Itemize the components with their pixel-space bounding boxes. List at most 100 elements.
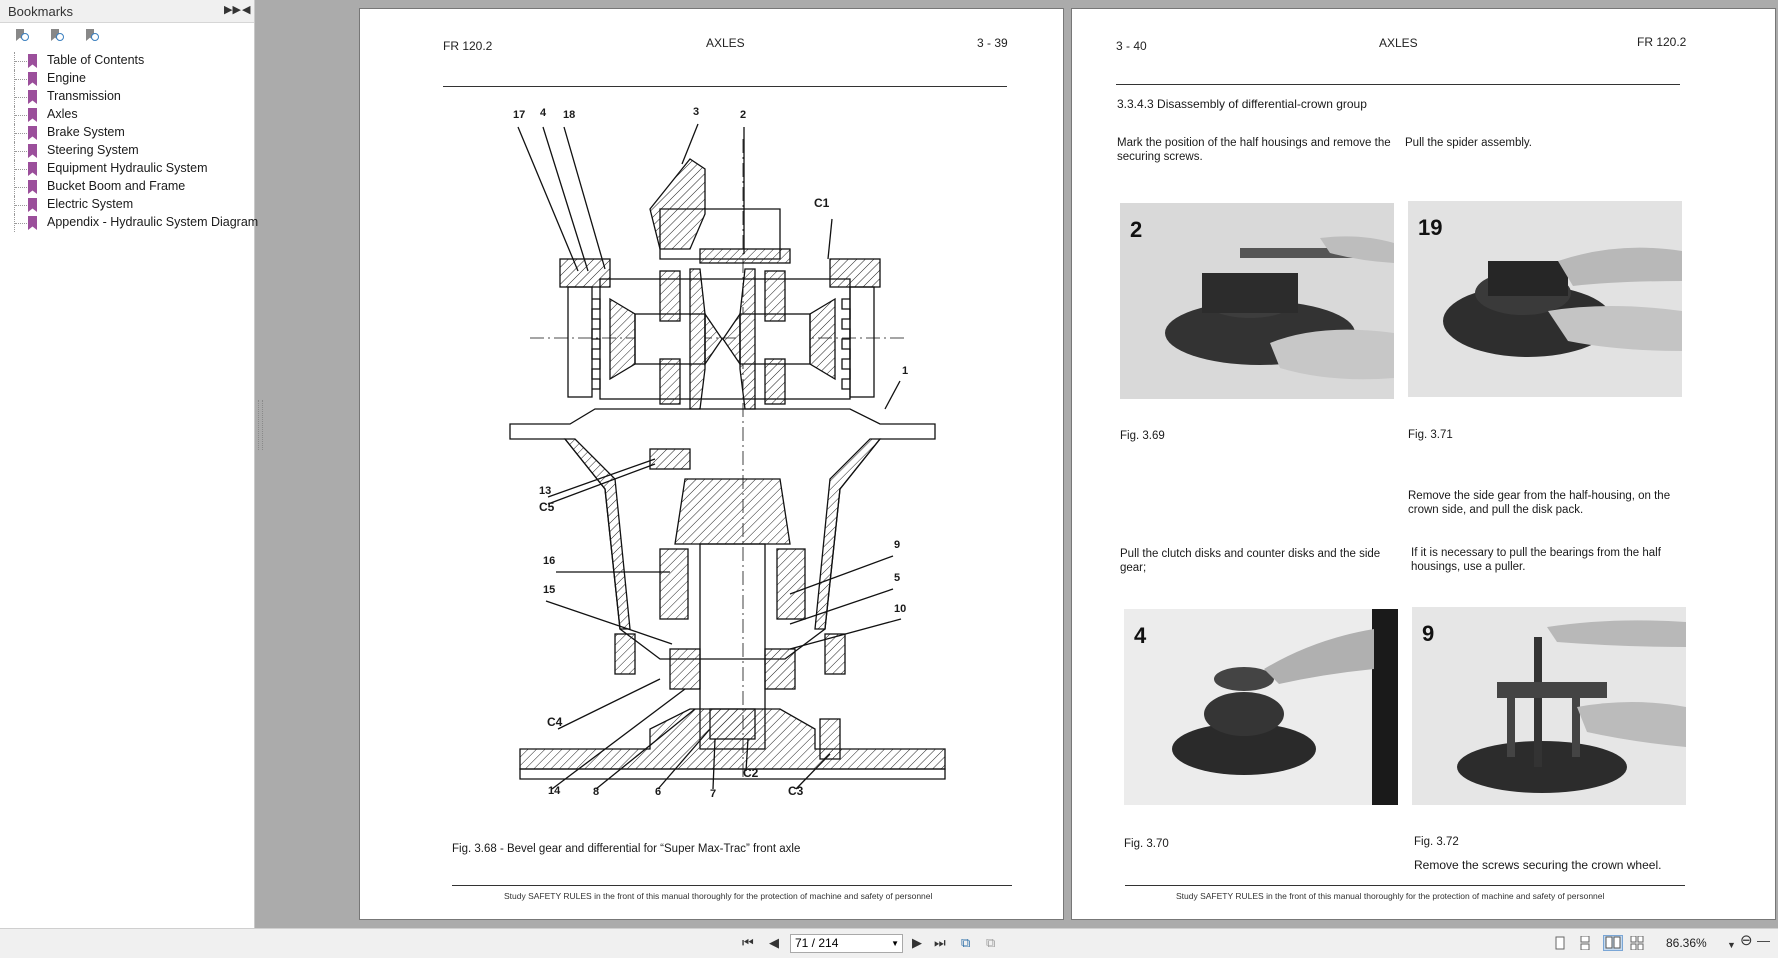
page-footer: Study SAFETY RULES in the front of this … — [1176, 891, 1605, 901]
bookmark-label: Electric System — [47, 197, 134, 211]
bookmark-item[interactable]: Axles — [10, 106, 250, 124]
callout-9: 9 — [894, 539, 901, 551]
previous-view-icon[interactable]: ⧉ — [961, 935, 971, 950]
bookmark-icon — [28, 144, 37, 158]
callout-16: 16 — [543, 555, 556, 567]
zoom-dropdown-icon[interactable]: ▼ — [1727, 940, 1736, 950]
last-page-icon[interactable]: ⏭ — [934, 935, 946, 950]
callout-1: 1 — [902, 365, 909, 377]
instruction-text: Remove the side gear from the half-housi… — [1408, 490, 1671, 516]
previous-page-icon[interactable]: ◀ — [769, 935, 779, 950]
instruction-text: Remove the screws securing the crown whe… — [1414, 858, 1662, 872]
bookmark-icon — [28, 198, 37, 212]
bookmark-item[interactable]: Table of Contents — [10, 52, 250, 70]
bookmarks-header: Bookmarks ▶▶ ◀ — [0, 0, 254, 23]
page-number-input[interactable]: 71 / 214 ▼ — [790, 934, 903, 953]
page-header-section: AXLES — [706, 36, 745, 50]
differential-cross-section-drawing — [509, 123, 946, 790]
callout-8: 8 — [593, 786, 600, 798]
continuous-view-icon[interactable] — [1578, 935, 1592, 951]
figure-caption: Fig. 3.72 — [1414, 836, 1459, 848]
page-header-model: FR 120.2 — [1637, 35, 1687, 49]
bookmark-icon — [28, 72, 37, 86]
status-toolbar: ⏮ ◀ 71 / 214 ▼ ▶ ⏭ ⧉ ⧉ 86.36% ▼ ⊖ — — [0, 928, 1778, 958]
zoom-slider[interactable]: — — [1757, 933, 1770, 948]
callout-10: 10 — [894, 603, 907, 615]
two-page-view-icon[interactable] — [1603, 935, 1623, 951]
instruction-text: Pull the clutch disks and counter disks … — [1120, 548, 1381, 574]
next-page-icon[interactable]: ▶ — [912, 935, 922, 950]
callout-18: 18 — [563, 109, 576, 121]
pdf-page-right: 3 - 40 AXLES FR 120.2 3.3.4.3 Disassembl… — [1071, 8, 1776, 920]
footer-rule — [1125, 885, 1685, 886]
next-view-icon[interactable]: ⧉ — [986, 935, 996, 950]
bookmark-item[interactable]: Brake System — [10, 124, 250, 142]
figure-caption: Fig. 3.70 — [1124, 838, 1169, 850]
bookmark-options-icon[interactable] — [14, 28, 30, 44]
pdf-page-left: FR 120.2 AXLES 3 - 39 — [359, 8, 1064, 920]
instruction-text: Mark the position of the half housings a… — [1117, 137, 1391, 163]
callout-7: 7 — [710, 788, 717, 800]
bookmark-label: Engine — [47, 71, 86, 85]
page-header-model: FR 120.2 — [443, 39, 493, 53]
callout-6: 6 — [655, 786, 662, 798]
bookmark-item[interactable]: Transmission — [10, 88, 250, 106]
bookmark-item[interactable]: Equipment Hydraulic System — [10, 160, 250, 178]
expand-bookmarks-icon[interactable] — [49, 28, 65, 44]
bookmark-label: Appendix - Hydraulic System Diagram — [47, 215, 259, 229]
callout-c1: C1 — [814, 196, 830, 210]
photo-fig-3-69: 2 — [1120, 203, 1394, 399]
callout-c3: C3 — [788, 784, 804, 798]
single-page-view-icon[interactable] — [1553, 936, 1567, 950]
callout-15: 15 — [543, 584, 556, 596]
page-header-section: AXLES — [1379, 36, 1418, 50]
bookmark-label: Bucket Boom and Frame — [47, 179, 186, 193]
panel-splitter[interactable] — [258, 400, 263, 450]
bookmark-label: Table of Contents — [47, 53, 145, 67]
photo-step-number: 4 — [1134, 623, 1147, 648]
zoom-level[interactable]: 86.36% — [1666, 936, 1707, 950]
header-rule — [1116, 84, 1680, 85]
bookmark-icon — [28, 54, 37, 68]
bookmark-item[interactable]: Electric System — [10, 196, 250, 214]
bookmark-icon — [28, 162, 37, 176]
bookmark-label: Axles — [47, 107, 78, 121]
expand-panel-icon[interactable]: ▶▶ — [224, 4, 241, 16]
instruction-text: If it is necessary to pull the bearings … — [1411, 547, 1661, 573]
bookmark-list: Table of Contents Engine Transmission Ax… — [10, 52, 258, 232]
bookmark-icon — [28, 216, 37, 230]
callout-2: 2 — [740, 109, 747, 121]
section-title: 3.3.4.3 Disassembly of differential-crow… — [1117, 97, 1367, 111]
photo-fig-3-71: 19 — [1408, 201, 1682, 397]
collapse-panel-icon[interactable]: ◀ — [242, 4, 251, 16]
bookmark-label: Brake System — [47, 125, 125, 139]
callout-5: 5 — [894, 572, 901, 584]
bookmark-icon — [28, 108, 37, 122]
instruction-text: Pull the spider assembly. — [1405, 137, 1532, 149]
bookmark-item[interactable]: Steering System — [10, 142, 250, 160]
two-page-continuous-view-icon[interactable] — [1630, 935, 1644, 951]
bookmark-item[interactable]: Bucket Boom and Frame — [10, 178, 250, 196]
header-rule — [443, 86, 1007, 87]
bookmark-label: Steering System — [47, 143, 139, 157]
page-number: 3 - 39 — [977, 36, 1008, 50]
callout-13: 13 — [539, 485, 552, 497]
photo-fig-3-70: 4 — [1124, 609, 1398, 805]
zoom-out-icon[interactable]: ⊖ — [1740, 932, 1753, 949]
chevron-down-icon[interactable]: ▼ — [891, 939, 899, 948]
first-page-icon[interactable]: ⏮ — [742, 935, 754, 950]
bookmark-item[interactable]: Engine — [10, 70, 250, 88]
callout-4: 4 — [540, 107, 547, 119]
page-number-value: 71 / 214 — [795, 936, 839, 950]
figure-caption: Fig. 3.68 - Bevel gear and differential … — [452, 843, 801, 855]
page-footer: Study SAFETY RULES in the front of this … — [504, 891, 933, 901]
photo-step-number: 19 — [1418, 215, 1443, 240]
bookmarks-panel: Bookmarks ▶▶ ◀ Table of Contents Engine … — [0, 0, 258, 928]
callout-3: 3 — [693, 106, 700, 118]
bookmark-label: Transmission — [47, 89, 121, 103]
find-bookmark-icon[interactable] — [84, 28, 100, 44]
bookmark-item[interactable]: Appendix - Hydraulic System Diagram — [10, 214, 258, 232]
page-number: 3 - 40 — [1116, 39, 1147, 53]
photo-step-number: 9 — [1422, 621, 1435, 646]
bookmark-icon — [28, 126, 37, 140]
